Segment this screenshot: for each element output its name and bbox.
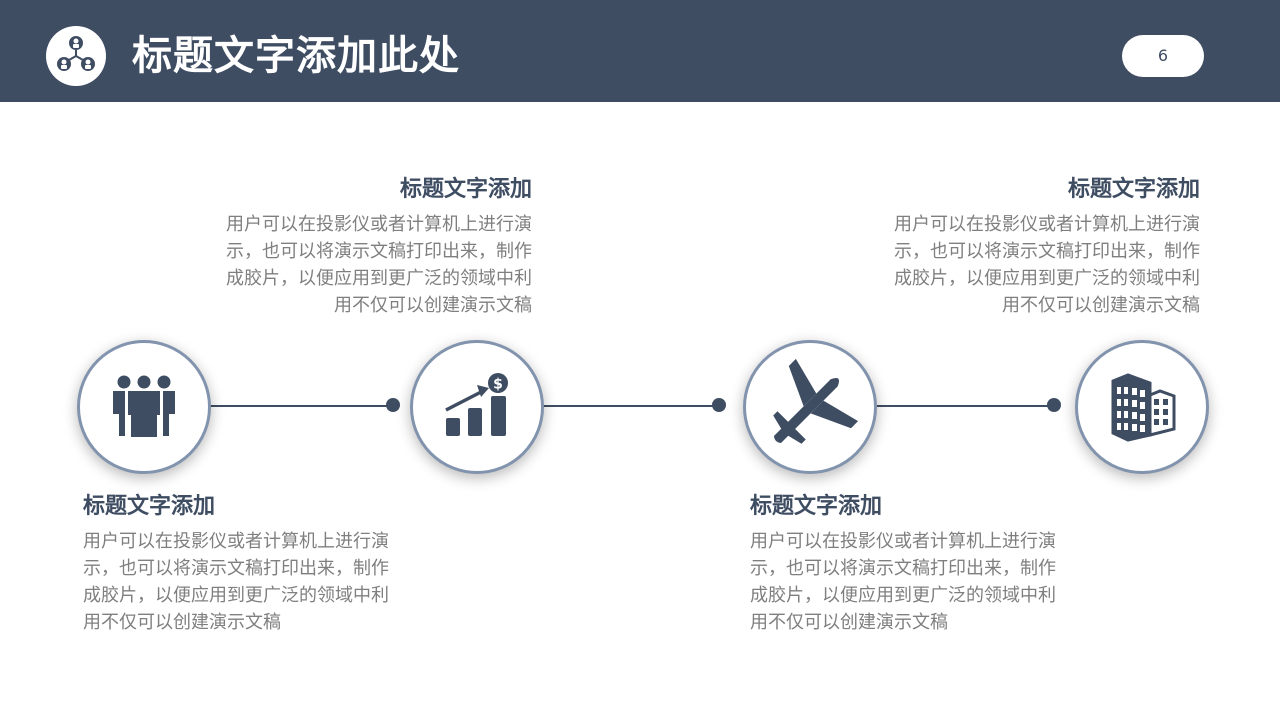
page-title: 标题文字添加此处: [132, 33, 460, 79]
step-3-text: 标题文字添加 用户可以在投影仪或者计算机上进行演 示，也可以将演示文稿打印出来，…: [750, 492, 1080, 636]
step-2-text: 标题文字添加 用户可以在投影仪或者计算机上进行演 示，也可以将演示文稿打印出来，…: [202, 175, 532, 319]
desc-line: 用户可以在投影仪或者计算机上进行演: [226, 214, 532, 235]
desc-line: 用户可以在投影仪或者计算机上进行演: [750, 531, 1056, 552]
header-bar: 标题文字添加此处 6: [0, 0, 1280, 102]
svg-text:$: $: [493, 377, 503, 393]
desc-line: 示，也可以将演示文稿打印出来，制作: [83, 558, 389, 579]
step-1-title: 标题文字添加: [83, 494, 216, 519]
desc-line: 成胶片，以便应用到更广泛的领域中利: [83, 585, 389, 606]
desc-line: 用不仅可以创建演示文稿: [83, 612, 281, 633]
desc-line: 用户可以在投影仪或者计算机上进行演: [894, 214, 1200, 235]
step-4-circle: [1075, 340, 1209, 474]
connector-line: [877, 405, 1055, 407]
step-2-title: 标题文字添加: [399, 177, 532, 202]
airplane-icon: [773, 358, 859, 444]
network-people-icon: [46, 26, 106, 86]
step-3-description: 用户可以在投影仪或者计算机上进行演 示，也可以将演示文稿打印出来，制作 成胶片，…: [750, 528, 1080, 636]
desc-line: 用不仅可以创建演示文稿: [750, 612, 948, 633]
connector-line: [210, 405, 393, 407]
connector-dot: [1047, 398, 1061, 412]
step-3-circle: [743, 340, 877, 474]
desc-line: 示，也可以将演示文稿打印出来，制作: [226, 241, 532, 262]
desc-line: 成胶片，以便应用到更广泛的领域中利: [750, 585, 1056, 606]
step-3-title: 标题文字添加: [750, 494, 883, 519]
page-number-badge: 6: [1122, 35, 1204, 77]
step-4-text: 标题文字添加 用户可以在投影仪或者计算机上进行演 示，也可以将演示文稿打印出来，…: [870, 175, 1200, 319]
desc-line: 用不仅可以创建演示文稿: [1002, 295, 1200, 316]
step-2-description: 用户可以在投影仪或者计算机上进行演 示，也可以将演示文稿打印出来，制作 成胶片，…: [202, 211, 532, 319]
step-4-title: 标题文字添加: [1067, 177, 1200, 202]
connector-dot: [386, 398, 400, 412]
step-1-circle: [77, 340, 211, 474]
desc-line: 成胶片，以便应用到更广泛的领域中利: [226, 268, 532, 289]
desc-line: 用不仅可以创建演示文稿: [334, 295, 532, 316]
step-4-description: 用户可以在投影仪或者计算机上进行演 示，也可以将演示文稿打印出来，制作 成胶片，…: [870, 211, 1200, 319]
step-1-text: 标题文字添加 用户可以在投影仪或者计算机上进行演 示，也可以将演示文稿打印出来，…: [83, 492, 413, 636]
growth-chart-dollar-icon: $: [445, 373, 508, 436]
step-2-circle: $: [410, 340, 544, 474]
connector-dot: [712, 398, 726, 412]
desc-line: 用户可以在投影仪或者计算机上进行演: [83, 531, 389, 552]
desc-line: 示，也可以将演示文稿打印出来，制作: [894, 241, 1200, 262]
team-icon: [113, 375, 175, 437]
connector-line: [543, 405, 720, 407]
desc-line: 示，也可以将演示文稿打印出来，制作: [750, 558, 1056, 579]
building-icon: [1111, 373, 1176, 442]
desc-line: 成胶片，以便应用到更广泛的领域中利: [894, 268, 1200, 289]
step-1-description: 用户可以在投影仪或者计算机上进行演 示，也可以将演示文稿打印出来，制作 成胶片，…: [83, 528, 413, 636]
